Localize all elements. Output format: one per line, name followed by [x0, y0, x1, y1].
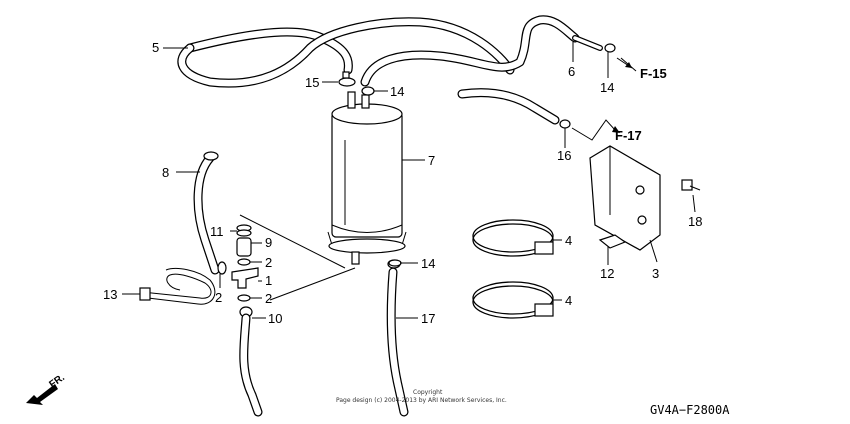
- callout-17: 17: [421, 311, 435, 326]
- clip-12: [598, 234, 627, 249]
- canister-7: [327, 91, 407, 265]
- reference-f15: F-15: [640, 66, 667, 81]
- bolt-18: [681, 179, 701, 191]
- callout-4-lower: 4: [565, 293, 572, 308]
- callout-9: 9: [265, 235, 272, 250]
- callout-11: 11: [210, 224, 224, 239]
- bracket-3: [589, 145, 661, 251]
- group-bracket: [239, 214, 356, 301]
- clip-14-top: [361, 86, 380, 96]
- diagram-code: GV4A−F2800A: [650, 403, 730, 417]
- hose-6: [360, 15, 603, 87]
- callout-7: 7: [428, 153, 435, 168]
- callout-2-left: 2: [215, 290, 222, 305]
- callout-14-top: 14: [390, 84, 404, 99]
- hose-8: [193, 151, 220, 275]
- callout-2-lower: 2: [265, 291, 272, 306]
- callout-1: 1: [265, 273, 272, 288]
- fitting-group: [217, 224, 263, 417]
- callout-15: 15: [305, 75, 319, 90]
- hose-17: [386, 259, 409, 417]
- callout-3: 3: [652, 266, 659, 281]
- callout-14-right: 14: [600, 80, 614, 95]
- callout-12: 12: [600, 266, 614, 281]
- clip-16: [559, 119, 571, 129]
- band-4-upper: [472, 219, 554, 257]
- reference-f17: F-17: [615, 128, 642, 143]
- callout-18: 18: [688, 214, 702, 229]
- copyright-line-1: Copyright: [413, 389, 443, 396]
- clip-14-lower: [388, 259, 402, 267]
- copyright-line-2: Page design (c) 2004-2013 by ARI Network…: [336, 397, 507, 404]
- callout-16: 16: [557, 148, 571, 163]
- callout-13: 13: [103, 287, 117, 302]
- hose-5: [177, 17, 515, 88]
- hose-f17: [457, 88, 560, 125]
- leader-lines: [122, 42, 696, 319]
- callout-14-lower: 14: [421, 256, 435, 271]
- ref-arrow-f17: [571, 119, 620, 141]
- strap-13: [139, 267, 216, 305]
- callout-10: 10: [268, 311, 282, 326]
- clip-14-right: [604, 43, 616, 53]
- clip-15: [338, 71, 356, 87]
- band-4-lower: [472, 281, 554, 319]
- callout-2-upper: 2: [265, 255, 272, 270]
- callout-4-upper: 4: [565, 233, 572, 248]
- front-direction-arrow: [26, 384, 58, 405]
- callout-6: 6: [568, 64, 575, 79]
- callout-8: 8: [162, 165, 169, 180]
- ref-arrow-f15: [616, 57, 637, 72]
- callout-5: 5: [152, 40, 159, 55]
